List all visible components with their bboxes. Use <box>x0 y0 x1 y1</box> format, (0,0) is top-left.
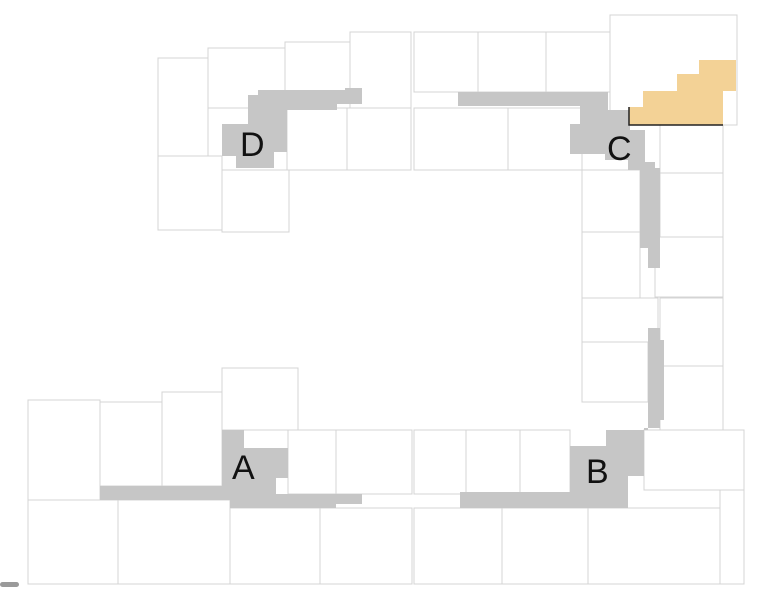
unit[interactable] <box>221 169 290 233</box>
unit[interactable] <box>319 507 413 585</box>
unit[interactable] <box>161 391 223 487</box>
unit[interactable] <box>117 499 231 585</box>
unit[interactable] <box>286 107 348 171</box>
unit[interactable] <box>719 489 745 585</box>
unit[interactable] <box>27 399 101 501</box>
corridor-d <box>222 88 362 168</box>
corridors <box>100 88 664 508</box>
unit[interactable] <box>413 429 467 495</box>
unit[interactable] <box>27 499 119 585</box>
corridor-a <box>100 430 362 508</box>
unit[interactable] <box>659 124 724 174</box>
unit[interactable] <box>545 31 611 93</box>
unit[interactable] <box>221 367 299 431</box>
wing-b-units <box>413 429 745 585</box>
unit[interactable] <box>507 107 583 171</box>
wing-label-a[interactable]: A <box>232 449 255 487</box>
highlighted-unit-wall <box>628 107 723 126</box>
unit[interactable] <box>581 169 641 233</box>
unit[interactable] <box>659 172 724 238</box>
wing-label-d[interactable]: D <box>240 126 265 164</box>
unit[interactable] <box>157 57 209 157</box>
unit[interactable] <box>581 297 659 343</box>
unit[interactable] <box>413 107 509 171</box>
unit[interactable] <box>581 341 649 403</box>
horizontal-scrollbar[interactable] <box>0 582 19 587</box>
highlighted-unit[interactable] <box>629 60 736 125</box>
unit[interactable] <box>335 429 413 495</box>
unit[interactable] <box>587 507 721 585</box>
wing-label-b[interactable]: B <box>586 453 609 491</box>
unit[interactable] <box>465 429 521 495</box>
wing-a-units <box>27 367 413 585</box>
unit[interactable] <box>519 429 571 495</box>
corridor-c <box>458 92 660 268</box>
unit[interactable] <box>659 297 724 367</box>
unit[interactable] <box>229 507 321 585</box>
unit[interactable] <box>643 429 745 491</box>
unit[interactable] <box>99 401 163 487</box>
corridor-b <box>460 328 664 508</box>
unit[interactable] <box>413 31 479 93</box>
unit[interactable] <box>659 365 724 431</box>
unit[interactable] <box>413 507 503 585</box>
unit[interactable] <box>501 507 589 585</box>
unit[interactable] <box>287 429 337 495</box>
unit[interactable] <box>581 231 641 299</box>
unit[interactable] <box>284 41 351 93</box>
unit[interactable] <box>346 107 412 171</box>
unit[interactable] <box>654 236 724 298</box>
unit[interactable] <box>477 31 547 93</box>
unit[interactable] <box>157 155 223 231</box>
wing-label-c[interactable]: C <box>607 130 632 168</box>
